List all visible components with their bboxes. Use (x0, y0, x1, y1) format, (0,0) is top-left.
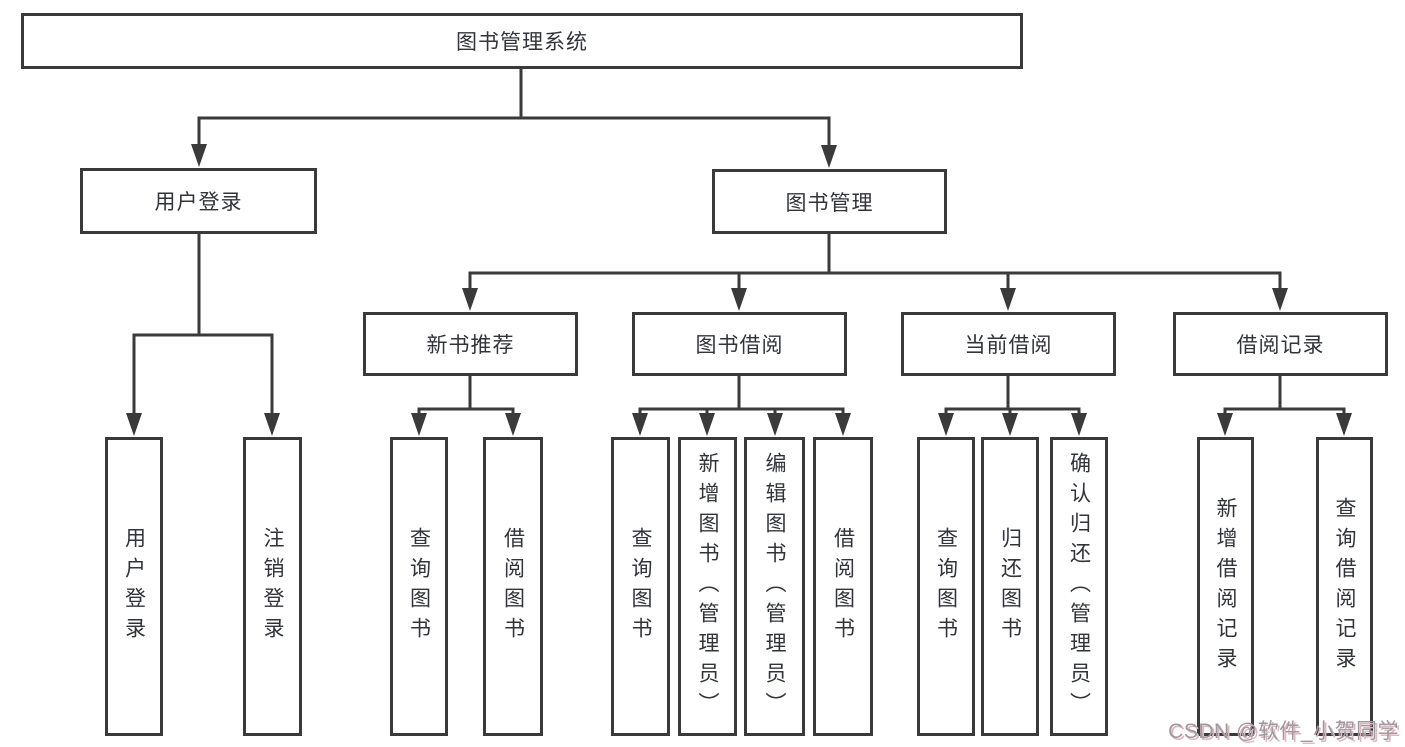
arrowhead (505, 413, 521, 436)
arrowhead (938, 413, 954, 436)
connector-user-login-children (132, 232, 274, 418)
node-label: 查询图书 (934, 526, 958, 647)
arrowhead (731, 288, 747, 311)
leaf-confirm-return-admin: 确认归还（管理员） (1050, 437, 1108, 736)
arrowhead (411, 413, 427, 436)
csdn-watermark: CSDN @软件_小贺同学 (1168, 720, 1399, 743)
node-new-book-recommendation: 新书推荐 (363, 312, 578, 376)
arrowhead (462, 288, 478, 311)
arrowhead (632, 413, 648, 436)
arrowhead (1071, 413, 1087, 436)
arrowhead (1272, 288, 1288, 311)
leaf-add-books-admin: 新增图书（管理员） (678, 437, 737, 736)
node-label: 新增借阅记录 (1214, 496, 1238, 677)
node-label: 用户登录 (122, 526, 146, 647)
node-current-borrowing: 当前借阅 (901, 312, 1116, 376)
connector-new-book-rec-children (417, 374, 515, 418)
node-library-management-system: 图书管理系统 (21, 13, 1023, 69)
node-borrowing-records: 借阅记录 (1173, 312, 1388, 376)
node-label: 确认归还（管理员） (1067, 451, 1091, 722)
leaf-query-books-rec: 查询图书 (390, 437, 448, 736)
node-label: 新增图书（管理员） (696, 451, 720, 722)
node-label: 注销登录 (261, 526, 285, 647)
leaf-add-borrow-record: 新增借阅记录 (1197, 437, 1254, 736)
leaf-query-books-borrow: 查询图书 (611, 437, 670, 736)
arrowhead (1336, 413, 1352, 436)
connector-root-to-level2 (197, 67, 831, 150)
node-label: 图书管理系统 (456, 31, 588, 54)
node-label: 借阅记录 (1236, 334, 1325, 357)
connector-current-borrow-children (944, 374, 1081, 418)
node-book-management: 图书管理 (712, 169, 947, 234)
node-label: 用户登录 (154, 191, 243, 214)
arrowhead (1002, 413, 1018, 436)
connector-book-borrow-children (638, 374, 845, 418)
node-label: 查询图书 (407, 526, 431, 647)
arrowhead (126, 413, 142, 436)
arrowhead (1217, 413, 1233, 436)
node-label: 图书借阅 (695, 334, 784, 357)
node-label: 借阅图书 (501, 526, 525, 647)
node-label: 借阅图书 (831, 526, 855, 647)
leaf-return-books: 归还图书 (981, 437, 1039, 736)
leaf-edit-books-admin: 编辑图书（管理员） (744, 437, 805, 736)
node-label: 图书管理 (785, 191, 874, 215)
leaf-query-books-current: 查询图书 (917, 437, 975, 736)
arrowhead (191, 144, 207, 167)
node-label: 当前借阅 (964, 334, 1053, 357)
node-label: 查询图书 (629, 526, 653, 647)
node-label: 编辑图书（管理员） (763, 451, 787, 722)
arrowhead (835, 413, 851, 436)
leaf-query-borrow-record: 查询借阅记录 (1316, 437, 1373, 736)
node-label: 新书推荐 (426, 334, 515, 357)
node-book-borrowing: 图书借阅 (632, 312, 847, 376)
leaf-user-login: 用户登录 (105, 437, 163, 736)
node-label: 归还图书 (998, 526, 1022, 647)
connector-borrow-records-children (1223, 374, 1346, 418)
arrowhead (699, 413, 715, 436)
leaf-logout: 注销登录 (243, 437, 302, 736)
arrowhead (264, 413, 280, 436)
arrowhead (821, 145, 837, 168)
arrowhead (767, 413, 783, 436)
leaf-borrow-books: 借阅图书 (813, 437, 873, 736)
arrowhead (1000, 288, 1016, 311)
node-label: 查询借阅记录 (1333, 496, 1357, 677)
leaf-borrow-books-rec: 借阅图书 (483, 437, 543, 736)
node-user-login: 用户登录 (80, 168, 317, 234)
connector-book-mgmt-children (468, 232, 1282, 293)
